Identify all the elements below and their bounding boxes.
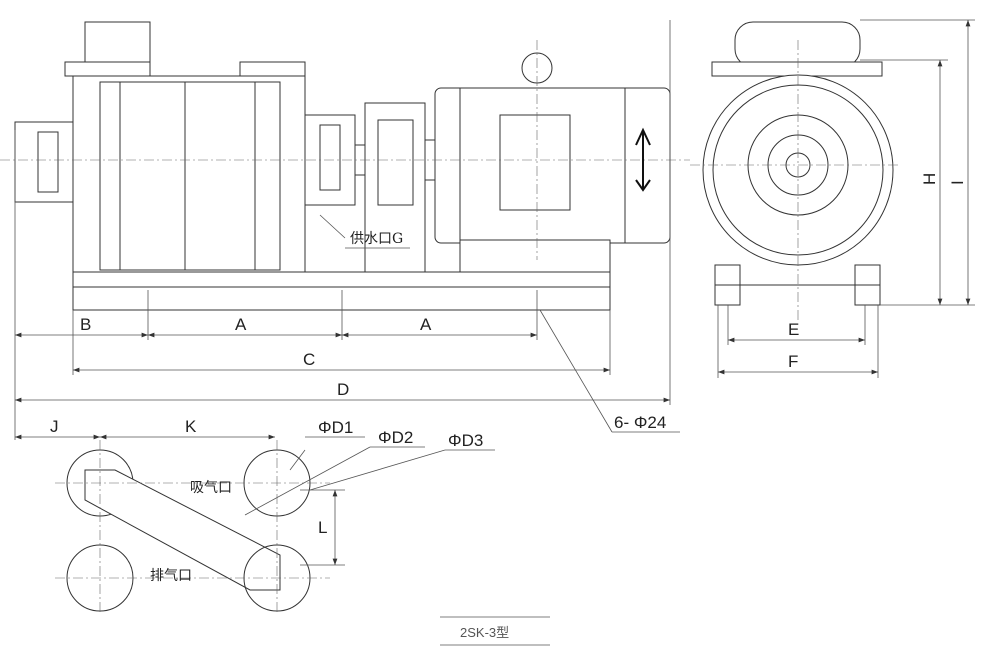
dim-b: B bbox=[80, 315, 91, 334]
motor-base bbox=[459, 239, 611, 273]
dim-h: H bbox=[920, 173, 939, 185]
water-inlet-label: 供水口G bbox=[350, 231, 403, 247]
dim-d3: ΦD3 bbox=[448, 431, 483, 450]
pump-cylinder bbox=[99, 81, 281, 271]
holes-label: 6- Φ24 bbox=[614, 413, 666, 432]
pipe-elbow bbox=[84, 469, 281, 591]
dim-j: J bbox=[50, 417, 59, 436]
inlet-pipe bbox=[84, 21, 151, 68]
dim-e: E bbox=[788, 320, 799, 339]
suction-label: 吸气口 bbox=[190, 480, 232, 496]
dim-d: D bbox=[337, 380, 349, 399]
dim-a: A bbox=[235, 315, 247, 334]
dim-d1: ΦD1 bbox=[318, 418, 353, 437]
front-view: 供水口G bbox=[0, 21, 690, 311]
dim-f: F bbox=[788, 352, 798, 371]
extension-lines bbox=[14, 20, 671, 440]
model-caption: 2SK-3型 bbox=[440, 616, 550, 646]
model-label: 2SK-3型 bbox=[460, 625, 509, 640]
motor-terminal-box bbox=[499, 114, 571, 211]
dim-a: A bbox=[420, 315, 432, 334]
flange-view: L ΦD1 ΦD2 ΦD3 吸气口 排气口 bbox=[55, 418, 495, 615]
dim-c: C bbox=[303, 350, 315, 369]
dim-l: L bbox=[318, 518, 327, 537]
exhaust-label: 排气口 bbox=[150, 568, 192, 584]
dim-d2: ΦD2 bbox=[378, 428, 413, 447]
base-plate bbox=[72, 271, 611, 311]
dim-k: K bbox=[185, 417, 197, 436]
rotation-arrow-icon bbox=[635, 127, 651, 192]
dimensions: B A A C D 6- Φ24 J K bbox=[14, 309, 680, 440]
outlet-flange bbox=[239, 61, 306, 77]
dim-i: I bbox=[948, 180, 967, 185]
side-view: H I E F bbox=[690, 19, 975, 378]
